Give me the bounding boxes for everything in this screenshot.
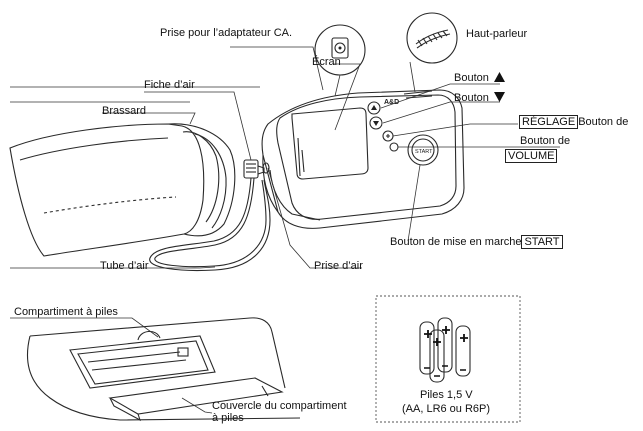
label-up-button-text: Bouton [454, 72, 489, 84]
up-arrow-icon [493, 72, 505, 82]
setting-button-text: Bouton de [578, 116, 629, 128]
start-key-name: START [521, 235, 563, 249]
label-battery-compartment: Compartiment à piles [14, 306, 118, 318]
volume-key-name: VOLUME [505, 149, 558, 163]
label-air-plug: Fiche d’air [144, 79, 195, 91]
label-cuff: Brassard [102, 105, 147, 117]
start-key-label: START [415, 149, 433, 155]
speaker-detail [406, 12, 458, 64]
label-cover-line1: Couvercle du compartiment [212, 400, 347, 412]
batteries-box [375, 295, 521, 423]
label-screen: Écran [312, 56, 341, 68]
label-air-socket: Prise d’air [314, 260, 363, 272]
battery-compartment [27, 317, 301, 422]
monitor-unit [261, 89, 465, 229]
cuff [9, 123, 236, 257]
down-arrow-icon [493, 92, 505, 102]
label-volume-button-line1: Bouton de [520, 135, 571, 147]
label-batteries-line2: (AA, LR6 ou R6P) [402, 403, 491, 415]
label-down-button-text: Bouton [454, 92, 489, 104]
air-plug [243, 159, 265, 179]
setting-key-name: RÉGLAGE [519, 115, 579, 129]
label-cover-line2: à piles [212, 412, 244, 424]
battery-leaders [10, 317, 213, 414]
start-button-text: Bouton de mise en marche [390, 236, 522, 248]
air-tube [149, 177, 271, 271]
label-down-button: Bouton [454, 92, 505, 105]
leader-lines [10, 46, 560, 269]
label-speaker: Haut-parleur [466, 28, 528, 40]
label-up-button: Bouton [454, 72, 505, 85]
brand-logo: A&D [384, 99, 399, 106]
label-adapter-socket: Prise pour l’adaptateur CA. [160, 27, 293, 39]
label-air-tube: Tube d’air [100, 260, 149, 272]
label-batteries-line1: Piles 1,5 V [420, 389, 473, 401]
label-volume-button-line2: VOLUME [505, 149, 558, 163]
